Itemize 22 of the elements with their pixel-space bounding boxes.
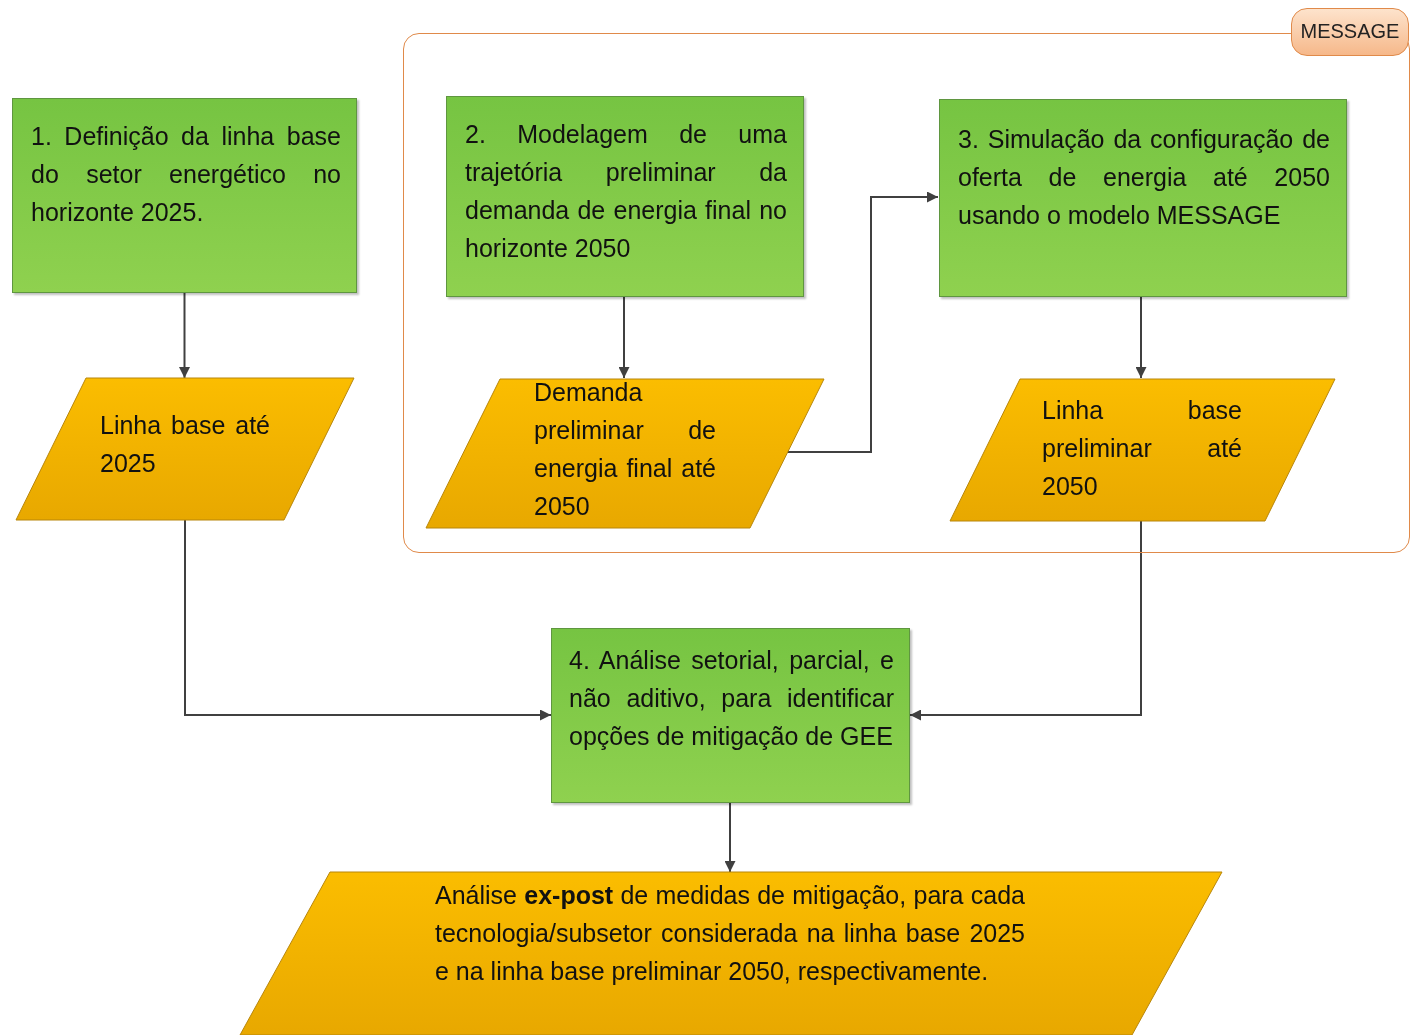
box-text: Linha base até 2025 bbox=[100, 410, 270, 479]
arrow bbox=[1135, 295, 1147, 379]
arrow bbox=[618, 295, 630, 379]
box-text: Linha base preliminar até 2050 bbox=[1042, 395, 1242, 502]
process-box bbox=[551, 628, 910, 803]
data-parallelogram bbox=[950, 379, 1335, 521]
process-box bbox=[939, 99, 1347, 297]
box-text: 1. Definição da linha base do setor energético no horizonte 2025. bbox=[31, 121, 341, 228]
box-text: Análise ex-post de medidas de mitigação, para cada tecnologia/subsetor considerada na linha base 2025 e na linha base preliminar 2050, respectivamente. bbox=[435, 880, 1025, 987]
arrow bbox=[724, 802, 736, 873]
box-text: 4. Análise setorial, parcial, e não aditivo, para identificar opções de mitigação de GEE bbox=[569, 645, 894, 752]
data-parallelogram bbox=[426, 379, 824, 528]
group-tab: MESSAGE bbox=[1291, 8, 1409, 56]
process-box bbox=[12, 98, 357, 293]
arrow bbox=[179, 292, 190, 379]
box-text: 2. Modelagem de uma trajetória preliminar da demanda de energia final no horizonte 2050 bbox=[465, 119, 787, 264]
box-text: Demanda preliminar de energia final até 2050 bbox=[534, 377, 716, 522]
data-parallelogram bbox=[240, 872, 1222, 1035]
process-box bbox=[446, 96, 804, 297]
data-parallelogram bbox=[16, 378, 354, 520]
arrow bbox=[184, 519, 552, 721]
box-text: 3. Simulação da configuração de oferta de energia até 2050 usando o modelo MESSAGE bbox=[958, 124, 1330, 231]
